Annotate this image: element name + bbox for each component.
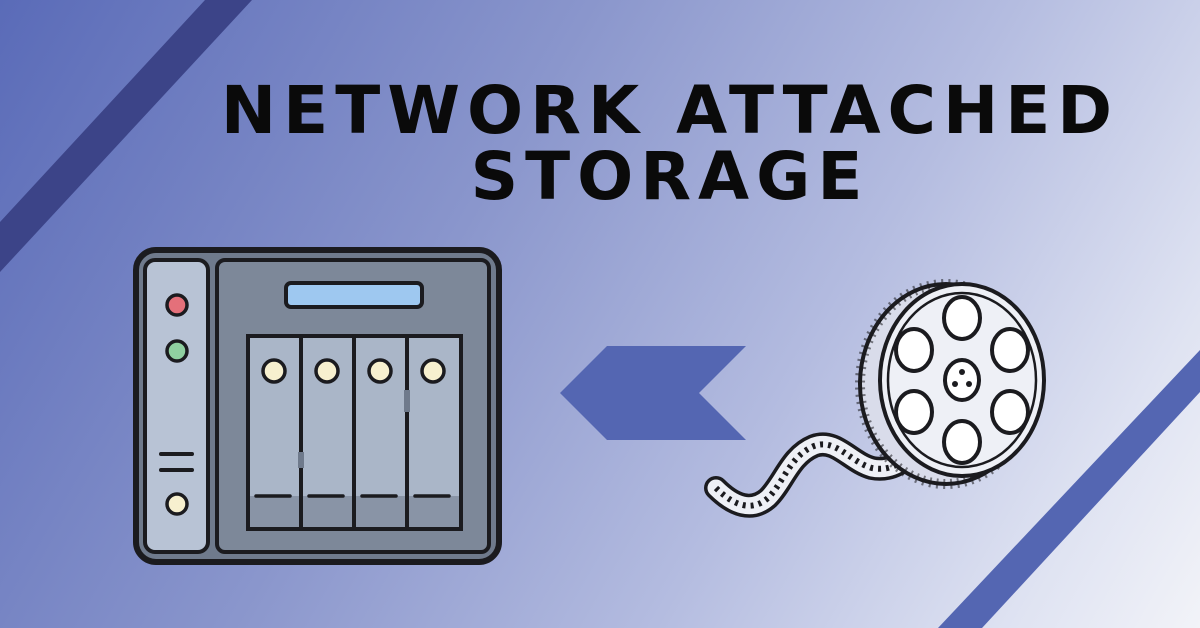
film-reel-icon <box>704 279 1046 518</box>
drive-bay-2 <box>298 358 345 498</box>
drive-bay-3 <box>360 358 398 498</box>
title-line-1: NETWORK ATTACHED <box>220 72 1120 149</box>
top-left-stripe <box>0 0 252 272</box>
nas-device-icon <box>133 247 502 565</box>
status-led-green <box>165 339 189 363</box>
title-line-2: STORAGE <box>470 138 870 215</box>
drive-bay-4 <box>404 358 451 498</box>
power-button-icon <box>165 492 189 516</box>
drive-bay-1 <box>254 358 292 498</box>
bottom-right-stripe <box>938 350 1200 628</box>
status-led-red <box>165 293 189 317</box>
arrow-left-icon <box>560 346 746 440</box>
page-title: NETWORK ATTACHED STORAGE <box>150 78 1190 210</box>
